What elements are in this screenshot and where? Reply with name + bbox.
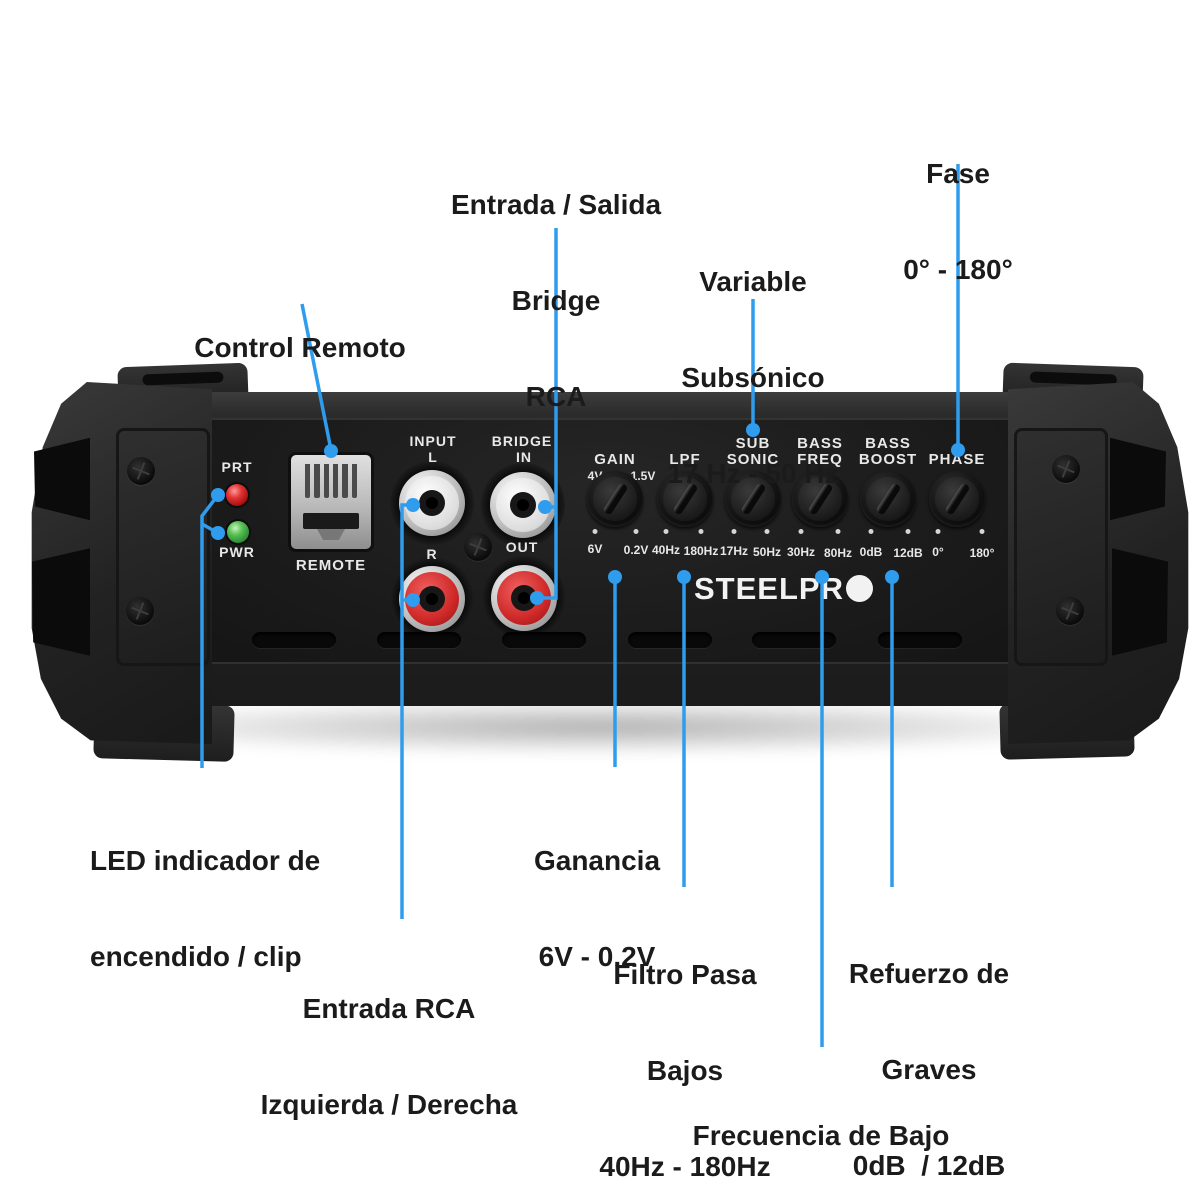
heatsink-notch	[32, 548, 90, 656]
input-l-jack	[399, 470, 465, 536]
subsonic-knob	[725, 471, 781, 527]
steelpro-logo: STEELPR	[694, 573, 873, 604]
bass-freq-max-tick: 80Hz	[823, 546, 853, 560]
bridge-out-label: OUT	[505, 539, 539, 555]
screw-icon	[127, 457, 155, 485]
vent-slot	[502, 632, 586, 648]
gain-min-tick: 6V	[587, 542, 603, 556]
bridge-label: BRIDGE	[491, 433, 553, 449]
remote-jack-opening	[303, 513, 359, 529]
gain-knob	[587, 471, 643, 527]
tick-dot	[835, 529, 841, 534]
tick-dot	[663, 529, 669, 534]
callout-subsonico: Variable Subsónico 17 Hz - 50 Hz	[667, 266, 839, 489]
lpf-min-tick: 40Hz	[651, 543, 681, 557]
power-led	[227, 521, 249, 543]
vent-slot	[377, 632, 461, 648]
logo-text: STEELPR	[694, 571, 844, 606]
tick-dot	[868, 529, 874, 534]
pwr-led-label: PWR	[219, 544, 255, 560]
panel-screw-icon	[464, 533, 492, 561]
lpf-knob	[657, 471, 713, 527]
remote-label: REMOTE	[295, 557, 367, 574]
bridge-in-jack	[490, 472, 556, 538]
remote-jack-tab	[317, 529, 345, 540]
screw-icon	[1056, 597, 1084, 625]
subsonic-max-tick: 50Hz	[752, 545, 782, 559]
vent-slot	[628, 632, 712, 648]
heatsink-notch	[1112, 548, 1168, 656]
foot-slot	[1029, 371, 1117, 386]
callout-entrada-rca: Entrada RCA Izquierda / Derecha	[260, 993, 518, 1120]
tick-dot	[798, 529, 804, 534]
bass-freq-knob	[792, 471, 848, 527]
bridge-in-label: IN	[516, 449, 532, 465]
tick-dot	[979, 529, 985, 534]
gain-knob-label: GAIN	[594, 451, 636, 468]
callout-refuerzo-graves: Refuerzo de Graves 0dB / 12dB	[848, 958, 1010, 1181]
callout-frecuencia-bajo: Frecuencia de Bajo 30 Hz - 80 Hz	[692, 1120, 950, 1151]
tick-dot	[633, 529, 639, 534]
protect-led	[226, 484, 248, 506]
input-r-label: R	[426, 546, 438, 562]
screw-icon	[1052, 455, 1080, 483]
heatsink-notch	[1110, 437, 1166, 521]
lpf-max-tick: 180Hz	[683, 544, 719, 558]
remote-jack-pins	[305, 464, 357, 498]
logo-o-icon	[845, 575, 873, 602]
bridge-out-jack	[491, 565, 557, 631]
tick-dot	[905, 529, 911, 534]
bass-boost-min-tick: 0dB	[859, 545, 883, 559]
input-r-jack	[399, 566, 465, 632]
remote-jack	[291, 455, 371, 549]
callout-filtro-pasa-bajos: Filtro Pasa Bajos 40Hz - 180Hz	[599, 959, 771, 1182]
bass-boost-max-tick: 12dB	[893, 546, 923, 560]
input-label: INPUT	[409, 433, 457, 449]
lpf-knob-label: LPF	[669, 451, 701, 468]
screw-icon	[126, 597, 154, 625]
tick-dot	[764, 529, 770, 534]
callout-ganancia: Ganancia 6V - 0.2V	[533, 845, 661, 972]
drop-shadow	[55, 698, 1145, 756]
tick-dot	[592, 529, 598, 534]
tick-dot	[698, 529, 704, 534]
input-l-label: L	[428, 449, 438, 465]
phase-knob	[929, 471, 985, 527]
prt-led-label: PRT	[221, 459, 253, 475]
tick-dot	[731, 529, 737, 534]
callout-fase: Fase 0° - 180°	[903, 158, 1013, 285]
callout-led-indicador: LED indicador de encendido / clip	[90, 845, 321, 972]
callout-control-remoto: Control Remoto	[194, 332, 406, 363]
gain-max-tick: 0.2V	[623, 543, 649, 557]
bass-freq-min-tick: 30Hz	[786, 545, 816, 559]
heatsink-notch	[34, 437, 90, 521]
vent-slot	[252, 632, 336, 648]
bass-boost-knob	[860, 471, 916, 527]
subsonic-min-tick: 17Hz	[719, 544, 749, 558]
phase-max-tick: 180°	[969, 546, 995, 560]
gain-1-5v-tick: 1.5V	[630, 469, 656, 483]
vent-slot	[752, 632, 836, 648]
vent-slot	[878, 632, 962, 648]
tick-dot	[935, 529, 941, 534]
phase-knob-label: PHASE	[928, 451, 986, 468]
phase-min-tick: 0°	[932, 545, 944, 559]
callout-bridge-rca: Entrada / Salida Bridge RCA	[450, 189, 662, 412]
